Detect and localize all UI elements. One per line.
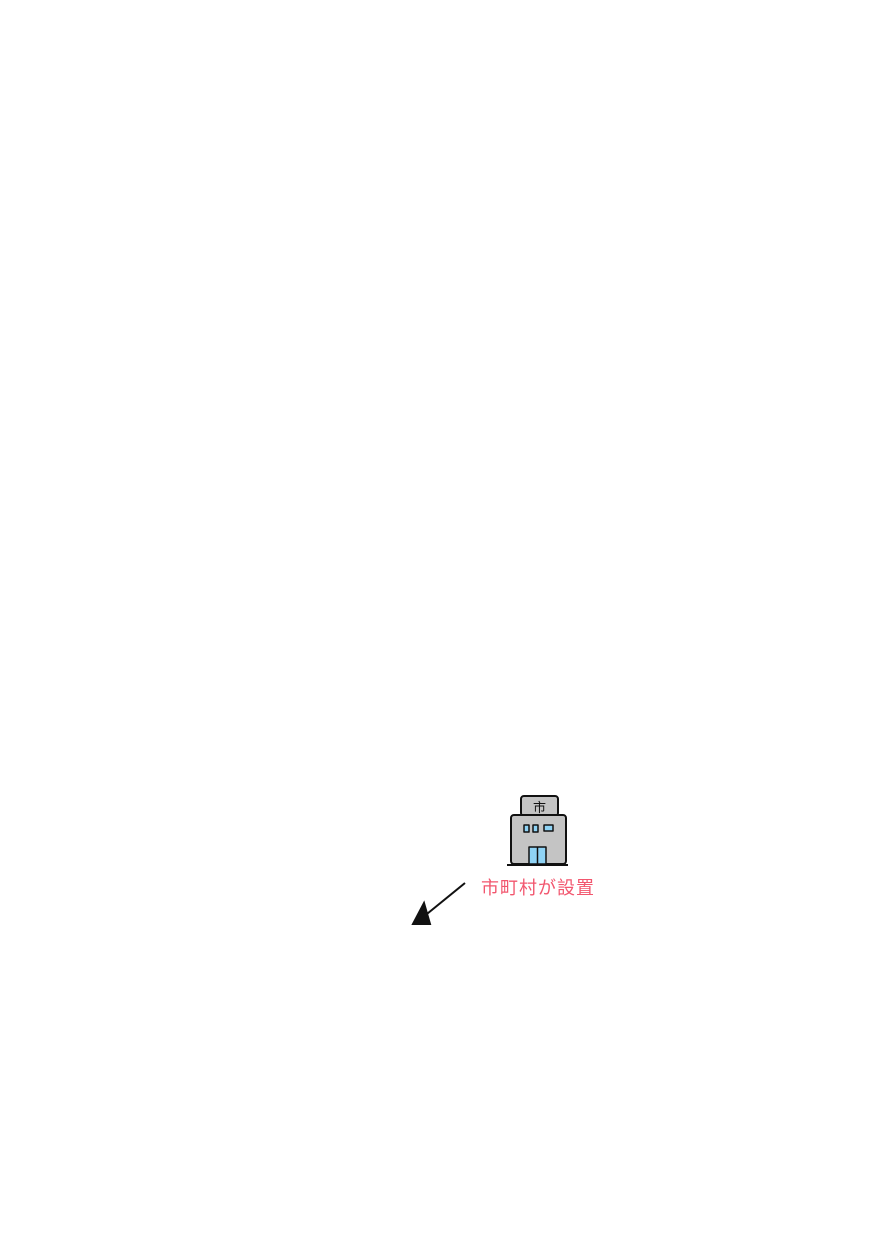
window — [523, 824, 530, 833]
window — [532, 824, 539, 833]
city-hall-building-icon: 市 — [507, 795, 568, 866]
building-sign-text: 市 — [533, 800, 546, 816]
arrow-icon — [411, 882, 466, 925]
window — [543, 824, 554, 832]
caption-municipality-established: 市町村が設置 — [481, 878, 595, 899]
